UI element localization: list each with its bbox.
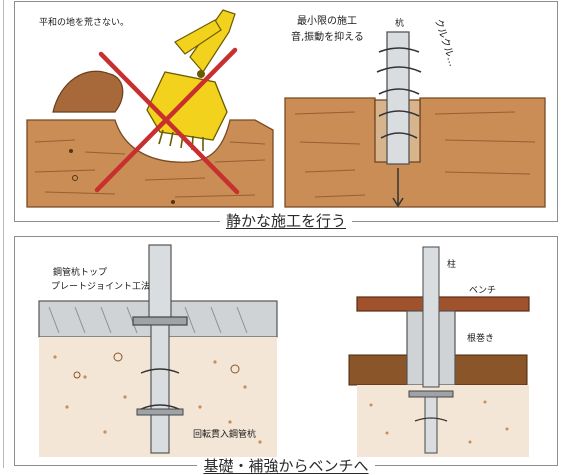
pipe-pile-scene (38, 244, 278, 457)
quiet-construction-illustration: 平和の地を荒さない。 最小限の施工 音,振動を抑える 杭 ク (26, 9, 546, 208)
bench-slab (356, 296, 530, 312)
label-pile: 杭 (395, 17, 404, 29)
caption-foundation-to-bench: 基礎・補強からベンチへ (15, 457, 557, 475)
label-rotating-sound: クルクル… (432, 17, 459, 68)
caption-quiet-construction: 静かな施工を行う (15, 212, 557, 230)
column-post (148, 244, 172, 322)
foundation-to-bench-illustration: 鋼管杭トップ プレートジョイント工法 回転貫入鋼管杭 柱 ベンチ 根巻き (38, 244, 530, 457)
label-column: 柱 (447, 258, 456, 270)
top-plate-joint (132, 316, 188, 326)
ground-soil (26, 119, 274, 208)
bench-support-scene (348, 246, 530, 457)
label-root-wrap: 根巻き (467, 332, 494, 344)
soil-pile (52, 70, 124, 113)
note-do-not-disturb: 平和の地を荒さない。 (39, 16, 129, 28)
note-suppress-noise-vibration: 音,振動を抑える (291, 30, 364, 43)
illustration-panel-foundation-to-bench: 鋼管杭トップ プレートジョイント工法 回転貫入鋼管杭 柱 ベンチ 根巻き 基礎・… (14, 236, 558, 475)
steel-pipe-pile (150, 324, 170, 454)
bench-column (422, 246, 440, 388)
note-minimal-construction: 最小限の施工 (297, 14, 357, 27)
steel-pile (386, 31, 410, 165)
left-edge-divider (3, 0, 4, 468)
note-top-plate-method-1: 鋼管杭トップ (53, 266, 107, 278)
excavator-scene (26, 9, 274, 208)
screw-pile-scene (284, 31, 546, 208)
label-bench: ベンチ (469, 285, 496, 296)
prohibition-cross (94, 47, 240, 195)
excavator-bucket (146, 9, 236, 151)
note-top-plate-method-2: プレートジョイント工法 (51, 280, 150, 292)
illustration-panel-quiet-construction: 平和の地を荒さない。 最小限の施工 音,振動を抑える 杭 ク (14, 1, 558, 230)
label-rotary-pipe-pile: 回転貫入鋼管杭 (193, 428, 256, 440)
